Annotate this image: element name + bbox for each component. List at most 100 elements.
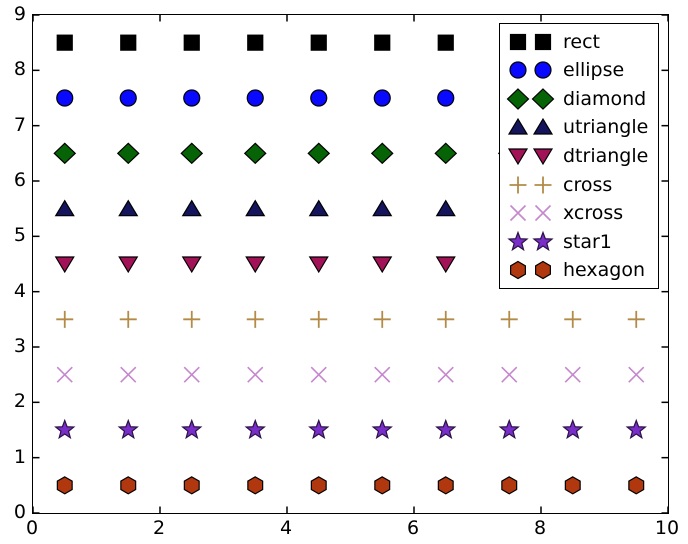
marker-diamond — [243, 142, 267, 165]
x-tick-label: 2 — [152, 517, 166, 539]
legend-marker-dtriangle — [507, 148, 554, 166]
y-tick-label: 4 — [13, 279, 26, 302]
marker-star1 — [117, 418, 139, 440]
legend-marker-glyph-utriangle — [532, 118, 554, 135]
legend-label-xcross: xcross — [563, 202, 624, 225]
marker-ellipse — [246, 89, 264, 107]
marker-dtriangle — [245, 256, 266, 274]
marker-xcross — [437, 366, 454, 383]
legend-marker-glyph-star1 — [507, 230, 529, 251]
marker-star1 — [371, 418, 393, 440]
marker-xcross — [56, 366, 73, 383]
marker-utriangle — [435, 199, 456, 217]
legend-entry-xcross: xcross — [500, 199, 658, 227]
x-tick-label: 10 — [654, 517, 680, 539]
marker-utriangle — [308, 199, 329, 217]
marker-rect — [183, 34, 200, 51]
marker-xcross — [247, 366, 264, 383]
legend-marker-xcross — [509, 205, 552, 222]
legend-marker-glyph-star1 — [532, 230, 554, 251]
marker-cross — [500, 310, 518, 328]
marker-hexagon — [310, 476, 327, 495]
marker-diamond — [180, 142, 204, 165]
marker-ellipse — [119, 89, 137, 107]
marker-rect — [310, 34, 327, 51]
y-tick-label: 7 — [13, 113, 26, 136]
legend-marker-glyph-cross — [509, 176, 527, 194]
legend-marker-diamond — [506, 87, 555, 110]
y-tick-label: 3 — [13, 335, 26, 357]
marker-cross — [437, 310, 455, 328]
marker-hexagon — [120, 476, 137, 495]
marker-rect — [247, 34, 264, 51]
x-tick-label: 0 — [25, 517, 39, 539]
legend-entry-diamond: diamond — [500, 85, 658, 113]
marker-star1 — [244, 418, 266, 440]
legend-marker-glyph-rect — [509, 33, 527, 50]
marker-hexagon — [501, 476, 518, 495]
y-tick-label: 1 — [13, 445, 26, 468]
y-tick-label: 9 — [13, 3, 26, 25]
legend-label-hexagon: hexagon — [563, 259, 646, 282]
marker-dtriangle — [118, 256, 139, 274]
legend-marker-glyph-utriangle — [507, 118, 529, 135]
legend-marker-glyph-dtriangle — [532, 148, 554, 166]
legend-marker-glyph-dtriangle — [507, 148, 529, 166]
marker-hexagon — [56, 476, 73, 495]
marker-xcross — [564, 366, 581, 383]
marker-star1 — [625, 418, 647, 440]
x-tick-label: 8 — [533, 517, 547, 539]
legend-marker-glyph-cross — [534, 176, 552, 194]
marker-cross — [373, 310, 391, 328]
marker-hexagon — [183, 476, 200, 495]
legend-marker-ellipse — [509, 61, 552, 79]
marker-utriangle — [245, 199, 266, 217]
legend-marker-rect — [509, 33, 552, 50]
marker-cross — [119, 310, 137, 328]
y-tick-label: 5 — [13, 224, 26, 247]
legend-marker-glyph-ellipse — [509, 61, 527, 79]
marker-rect — [120, 34, 137, 51]
marker-diamond — [53, 142, 77, 165]
marker-ellipse — [56, 89, 74, 107]
marker-xcross — [310, 366, 327, 383]
legend-marker-glyph-hexagon — [535, 261, 552, 280]
marker-star1 — [54, 418, 76, 440]
legend-entry-rect: rect — [500, 28, 658, 56]
marker-utriangle — [372, 199, 393, 217]
marker-xcross — [501, 366, 518, 383]
marker-xcross — [120, 366, 137, 383]
x-tick-label: 4 — [279, 517, 293, 539]
legend-marker-glyph-hexagon — [509, 261, 526, 280]
marker-utriangle — [118, 199, 139, 217]
marker-star1 — [181, 418, 203, 440]
marker-cross — [310, 310, 328, 328]
marker-star1 — [562, 418, 584, 440]
marker-dtriangle — [435, 256, 456, 274]
marker-dtriangle — [308, 256, 329, 274]
legend-marker-glyph-xcross — [534, 205, 552, 222]
marker-dtriangle — [372, 256, 393, 274]
legend-marker-glyph-diamond — [531, 87, 555, 110]
marker-star1 — [435, 418, 457, 440]
marker-cross — [183, 310, 201, 328]
marker-cross — [627, 310, 645, 328]
marker-hexagon — [374, 476, 391, 495]
marker-utriangle — [54, 199, 75, 217]
marker-xcross — [628, 366, 645, 383]
marker-rect — [56, 34, 73, 51]
marker-ellipse — [373, 89, 391, 107]
legend-marker-glyph-rect — [534, 33, 552, 50]
marker-cross — [564, 310, 582, 328]
legend-label-utriangle: utriangle — [563, 116, 649, 139]
legend-entry-dtriangle: dtriangle — [500, 142, 658, 170]
y-tick-label: 2 — [13, 390, 26, 413]
marker-ellipse — [183, 89, 201, 107]
marker-star1 — [308, 418, 330, 440]
legend-entry-cross: cross — [500, 171, 658, 199]
legend-entry-hexagon: hexagon — [500, 256, 658, 284]
marker-star1 — [498, 418, 520, 440]
marker-hexagon — [437, 476, 454, 495]
